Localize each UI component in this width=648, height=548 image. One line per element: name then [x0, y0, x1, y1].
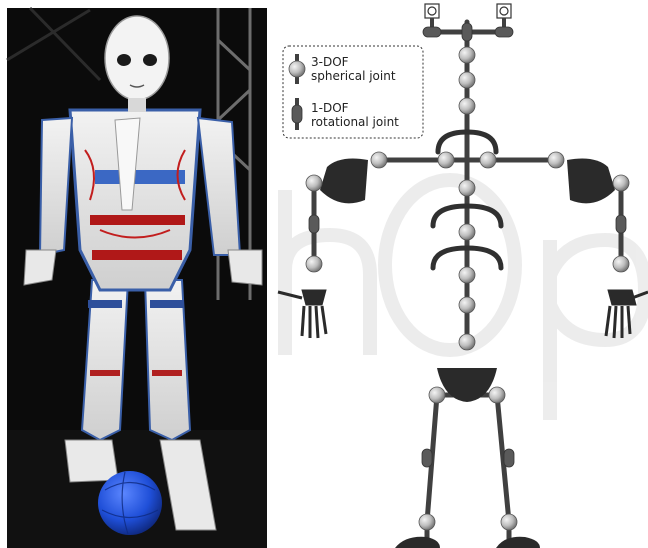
left-foot — [395, 537, 440, 548]
sphere-joint-icon — [459, 72, 475, 88]
capsule-joint-icon — [422, 449, 432, 467]
sphere-joint-icon — [613, 256, 629, 272]
capsule-joint-icon — [495, 27, 513, 37]
capsule-joint-icon — [462, 23, 472, 41]
robot-torso — [70, 110, 200, 290]
capsule-joint-icon — [616, 215, 626, 233]
capsule-joint-icon — [504, 449, 514, 467]
sphere-joint-icon — [459, 98, 475, 114]
sphere-joint-icon — [459, 267, 475, 283]
sphere-joint-icon — [548, 152, 564, 168]
legend-spherical-desc: spherical joint — [311, 69, 396, 83]
sphere-joint-icon — [459, 180, 475, 196]
sphere-joint-icon — [501, 514, 517, 530]
legend-spherical-title: 3-DOF — [311, 55, 349, 69]
soccer-ball — [98, 471, 162, 535]
sphere-joint-icon — [371, 152, 387, 168]
sphere-joint-icon — [489, 387, 505, 403]
sphere-joint-icon — [459, 297, 475, 313]
right-shoulder-block — [567, 159, 615, 204]
sphere-joint-icon — [438, 152, 454, 168]
capsule-joint-icon — [423, 27, 441, 37]
left-shoulder-block — [320, 159, 368, 204]
sphere-joint-icon — [306, 256, 322, 272]
sphere-joint-icon — [613, 175, 629, 191]
robot-photo — [7, 8, 267, 548]
sphere-joint-icon — [459, 334, 475, 350]
sphere-joint-icon — [419, 514, 435, 530]
capsule-joint-icon — [309, 215, 319, 233]
sphere-joint-icon — [480, 152, 496, 168]
legend-rotational-title: 1-DOF — [311, 101, 349, 115]
sphere-joint-icon — [429, 387, 445, 403]
legend-rotational-desc: rotational joint — [311, 115, 399, 129]
sphere-joint-icon — [459, 224, 475, 240]
sphere-joint-icon — [289, 61, 305, 77]
right-foot — [496, 537, 540, 548]
capsule-joint-icon — [292, 105, 302, 123]
sphere-joint-icon — [306, 175, 322, 191]
sphere-joint-icon — [459, 47, 475, 63]
joint-legend: 3-DOF spherical joint 1-DOF rotational j… — [283, 46, 423, 138]
